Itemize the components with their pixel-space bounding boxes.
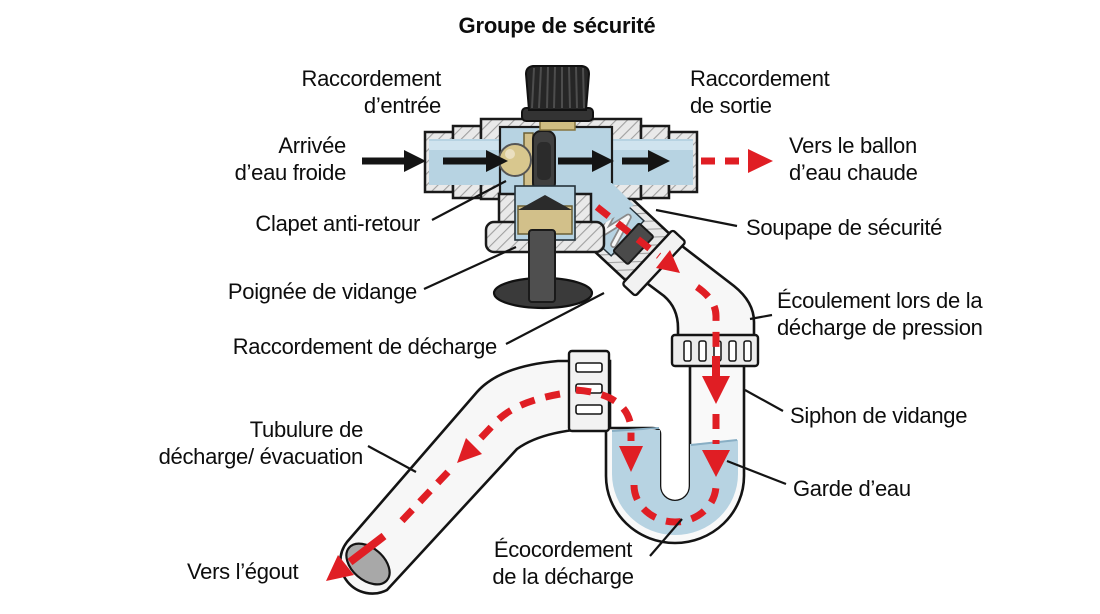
- leader-ecoulement: [749, 313, 773, 321]
- leader-garde-eau: [726, 459, 787, 486]
- flow-arrow-inlet: [362, 150, 426, 172]
- flow-arrow-body-3: [622, 150, 670, 172]
- diagram-title: Groupe de sécurité: [458, 13, 656, 38]
- safety-valve-plug: [612, 222, 654, 265]
- label-arrivee-eau-froide: Arrivée d’eau froide: [234, 133, 347, 185]
- label-raccordement-sortie: Raccordement de sortie: [690, 66, 830, 118]
- label-garde-eau: Garde d’eau: [793, 476, 911, 501]
- leader-soupape: [655, 208, 738, 228]
- label-clapet-anti-retour: Clapet anti-retour: [255, 211, 420, 236]
- leader-lines: [367, 180, 787, 557]
- label-siphon-vidange: Siphon de vidange: [790, 403, 968, 428]
- label-vers-egout: Vers l’égout: [187, 559, 299, 584]
- flow-arrow-to-tank: [701, 149, 773, 173]
- cold-water-flow-arrows: [362, 150, 670, 172]
- leader-ecocordement: [649, 518, 683, 557]
- discharge-flow-arrows: [326, 149, 773, 581]
- label-raccordement-decharge: Raccordement de décharge: [232, 334, 498, 359]
- flow-arrow-body-2: [558, 150, 614, 172]
- label-tubulure-decharge: Tubulure de décharge/ évacuation: [158, 417, 364, 469]
- leader-raccordement-decharge: [505, 292, 605, 345]
- drain-assembly: [484, 185, 606, 310]
- leader-siphon: [744, 389, 784, 412]
- leader-poignee: [423, 245, 517, 291]
- label-raccordement-entree: Raccordement d’entrée: [301, 66, 442, 118]
- drain-stem: [528, 229, 556, 303]
- label-vers-ballon: Vers le ballon d’eau chaude: [789, 133, 918, 185]
- flow-arrow-to-sewer: [326, 532, 387, 581]
- label-soupape-securite: Soupape de sécurité: [746, 215, 943, 240]
- adjustment-knob: [521, 65, 594, 131]
- label-poignee-vidange: Poignée de vidange: [227, 279, 417, 304]
- label-ecocordement-decharge: Écocordement de la décharge: [492, 537, 634, 589]
- check-valve: [498, 130, 556, 192]
- leader-clapet: [431, 180, 507, 221]
- valve-outlet-collar: [622, 229, 686, 297]
- label-ecoulement-decharge: Écoulement lors de la décharge de pressi…: [777, 288, 983, 340]
- flow-arrow-body-1: [443, 150, 508, 172]
- leader-tubulure: [367, 445, 417, 473]
